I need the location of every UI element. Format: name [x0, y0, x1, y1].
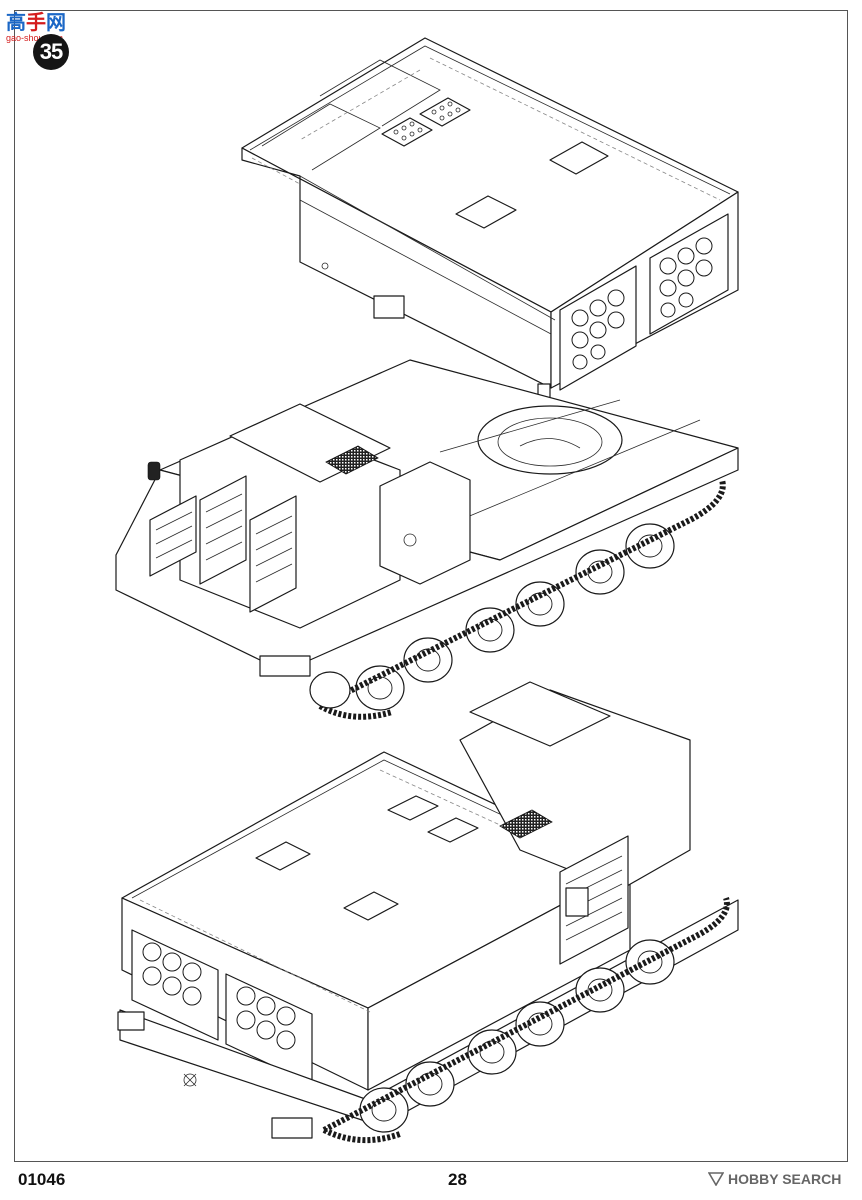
watermark-text: 高 手 网: [6, 6, 70, 35]
kit-number: 01046: [18, 1170, 66, 1189]
hobbysearch-logo-icon: [708, 1172, 724, 1186]
watermark-logo: 高 手 网 gao-shou.com: [6, 6, 70, 43]
watermark-char-1: 高: [6, 10, 26, 34]
rocket-pod-rear: [649, 213, 729, 335]
track-middle: [318, 479, 726, 720]
watermark-char-2: 手: [26, 10, 46, 34]
rocket-pod-rear-right: [225, 973, 313, 1085]
track-bottom: [322, 897, 730, 1144]
watermark-char-3: 网: [46, 10, 66, 34]
rocket-pod-front: [559, 265, 637, 391]
vent-block-1: [381, 117, 433, 147]
rear-view-grille: [499, 809, 553, 839]
page-number: 28: [448, 1170, 467, 1189]
vent-block-2: [419, 97, 471, 127]
page-frame: [14, 10, 848, 1162]
vehicle-chassis-front-view: [115, 359, 739, 720]
cab-window-louvers: [149, 475, 297, 613]
credit-watermark: HOBBY SEARCH: [708, 1171, 841, 1187]
watermark-url: gao-shou.com: [6, 33, 64, 43]
vehicle-assembled-rear-view: [117, 681, 739, 1144]
step-number-badge: 35: [33, 34, 69, 70]
road-wheels-middle: [355, 523, 675, 711]
rocket-pod-rear-left: [131, 929, 219, 1041]
engine-grille: [325, 445, 379, 475]
launcher-pod-module: [241, 37, 739, 401]
credit-brand: HOBBY SEARCH: [728, 1171, 842, 1187]
